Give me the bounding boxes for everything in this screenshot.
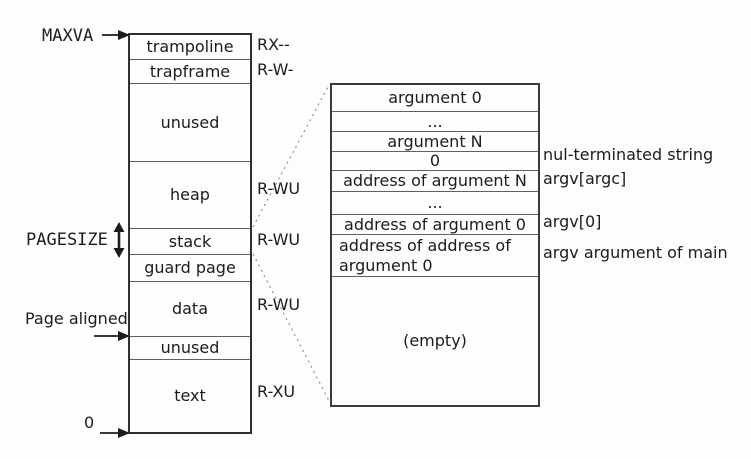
stack-row-label: (empty)	[403, 331, 467, 350]
maxva-label: MAXVA	[42, 26, 94, 46]
zero-arrow-icon	[100, 428, 130, 438]
maxva-arrow-icon	[102, 30, 130, 40]
segment-label: data	[171, 299, 209, 318]
perm-heap: R-WU	[257, 179, 301, 198]
segment-label: guard page	[144, 258, 236, 277]
segment-trapframe: trapframe	[130, 60, 250, 84]
segment-label: trampoline	[146, 37, 234, 56]
segment-text: text	[130, 360, 250, 432]
segment-trampoline: trampoline	[130, 35, 250, 60]
segment-label: heap	[170, 185, 210, 204]
segment-stack: stack	[130, 229, 250, 255]
segment-label: stack	[168, 231, 212, 251]
stack-row-address-of-argument-n: address of argument N	[332, 171, 538, 192]
segment-label: unused	[160, 338, 220, 357]
perm-trampoline: RX--	[257, 35, 290, 54]
stack-row-label: 0	[429, 151, 441, 170]
stack-expand-leader-bottom	[252, 253, 330, 402]
stack-row-label: address of address of argument 0	[339, 236, 511, 275]
stack-row-empty: (empty)	[332, 277, 538, 405]
stack-row-argument-n: argument N	[332, 132, 538, 152]
perm-stack: R-WU	[257, 230, 301, 249]
stack-detail-box: argument 0 ... argument N 0 address of a…	[330, 83, 540, 407]
segment-data: data	[130, 282, 250, 337]
segment-label: unused	[160, 112, 220, 132]
pagesize-double-arrow-icon	[113, 222, 125, 258]
stack-row-label: address of argument N	[343, 171, 527, 190]
segment-heap: heap	[130, 162, 250, 229]
segment-label: text	[174, 386, 206, 405]
page-aligned-arrow-icon	[94, 331, 130, 341]
stack-row-label: argument N	[387, 131, 483, 151]
stack-row-argument-0: argument 0	[332, 85, 538, 112]
stack-row-label: address of argument 0	[344, 214, 526, 234]
perm-text: R-XU	[257, 382, 296, 401]
perm-trapframe: R-W-	[257, 60, 294, 79]
stack-row-label: ...	[427, 111, 443, 131]
annotation-nul-terminated: nul-terminated string	[543, 145, 714, 164]
segment-label: trapframe	[149, 61, 231, 81]
zero-label: 0	[84, 413, 95, 432]
stack-row-label: ...	[427, 193, 443, 212]
stack-expand-leader-top	[252, 84, 330, 228]
perm-data: R-WU	[257, 295, 301, 314]
stack-row-ellipsis-addresses: ...	[332, 192, 538, 215]
stack-row-label: argument 0	[388, 88, 482, 107]
stack-row-address-of-address: address of address of argument 0	[332, 235, 538, 277]
segment-unused-upper: unused	[130, 84, 250, 162]
annotation-argv-0: argv[0]	[543, 212, 602, 231]
annotation-argv-main: argv argument of main	[543, 243, 728, 262]
stack-row-ellipsis-strings: ...	[332, 112, 538, 132]
segment-unused-lower: unused	[130, 337, 250, 360]
annotation-argv-argc: argv[argc]	[543, 169, 627, 188]
pagesize-label: PAGESIZE	[26, 230, 108, 250]
page-aligned-label: Page aligned	[25, 309, 128, 328]
stack-row-address-of-argument-0: address of argument 0	[332, 215, 538, 235]
memory-map-box: trampoline trapframe unused heap stack g…	[128, 33, 252, 434]
segment-guard-page: guard page	[130, 255, 250, 282]
stack-row-zero: 0	[332, 152, 538, 171]
